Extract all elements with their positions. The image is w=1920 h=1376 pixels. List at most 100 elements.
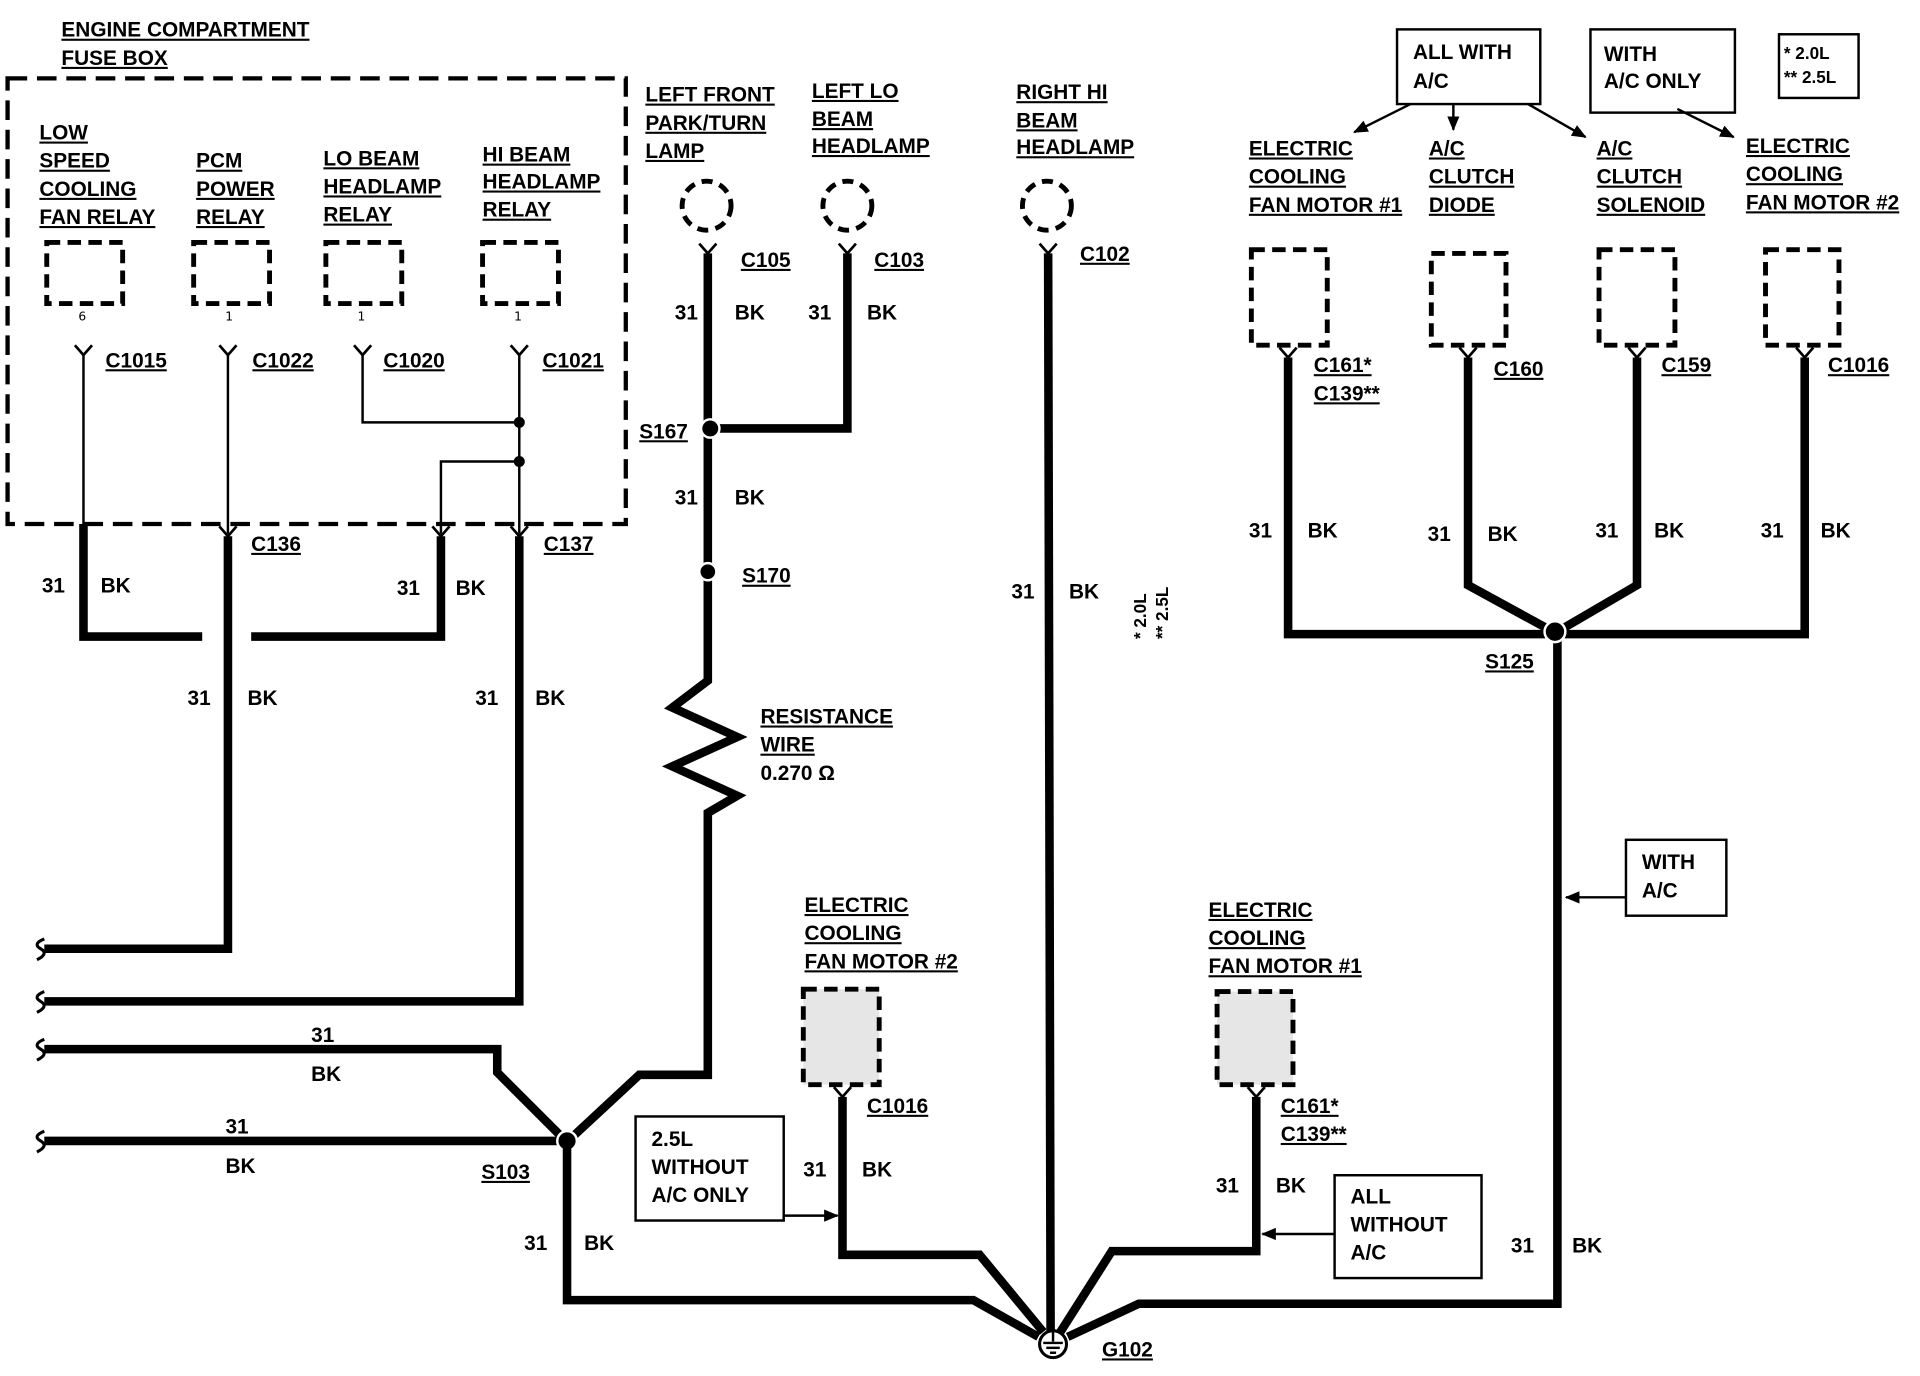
relay-pin-number: 1 xyxy=(514,310,522,324)
wire-circuit-label: 31 xyxy=(1011,581,1034,604)
junction-dot xyxy=(513,456,525,468)
connector-label: C1020 xyxy=(383,349,444,372)
resistance-wire-label: RESISTANCE xyxy=(760,706,893,729)
condition-arrow xyxy=(1676,107,1735,139)
splice-dot xyxy=(698,561,718,582)
lamp-label: LAMP xyxy=(645,140,704,163)
harness-break-symbol xyxy=(35,1129,46,1154)
wire-color-label: BK xyxy=(735,302,765,325)
wire xyxy=(251,536,446,641)
component-label: COOLING xyxy=(1746,163,1843,186)
condition-note: WITH xyxy=(1642,851,1695,874)
component-label: SOLENOID xyxy=(1597,194,1706,217)
component-label: FAN MOTOR #1 xyxy=(1209,955,1362,978)
ground-symbol xyxy=(1038,1329,1069,1360)
component-label: COOLING xyxy=(1249,166,1346,189)
relay-pin-number: 1 xyxy=(225,310,233,324)
junction-dot xyxy=(513,416,525,428)
lamp-label: PARK/TURN xyxy=(645,112,766,135)
relay-box xyxy=(323,239,405,307)
condition-note: A/C xyxy=(1642,879,1678,902)
splice-dot xyxy=(699,418,721,439)
fan-motor-box xyxy=(1214,989,1296,1088)
wire-circuit-label: 31 xyxy=(1595,519,1618,542)
wire xyxy=(44,536,524,1006)
wire-color-label: BK xyxy=(1308,519,1338,542)
condition-box xyxy=(1395,28,1542,106)
relay-label: LOW xyxy=(39,122,88,145)
component-label: A/C xyxy=(1597,137,1633,160)
engine-note: * 2.0L xyxy=(1130,593,1150,639)
wire xyxy=(361,355,520,424)
lamp-label: BEAM xyxy=(1016,109,1077,132)
fuse-box-outline xyxy=(5,76,628,527)
relay-label: HEADLAMP xyxy=(483,171,601,194)
wire-circuit-label: 31 xyxy=(397,577,420,600)
wire-circuit-label: 31 xyxy=(1511,1234,1534,1257)
condition-note: ALL xyxy=(1351,1185,1392,1208)
wire xyxy=(1561,357,1642,632)
lamp-symbol xyxy=(1019,178,1074,233)
component-box xyxy=(1763,247,1842,348)
splice-label: S125 xyxy=(1485,650,1534,673)
connector-label: C161* xyxy=(1281,1095,1340,1118)
connector-label: C1021 xyxy=(543,349,604,372)
harness-break-symbol xyxy=(35,990,46,1014)
relay-label: POWER xyxy=(196,178,275,201)
wire xyxy=(838,1096,1047,1335)
wire-color-label: BK xyxy=(1572,1234,1602,1257)
component-label: COOLING xyxy=(805,922,902,945)
condition-note: ALL WITH xyxy=(1413,41,1512,64)
harness-break-symbol xyxy=(35,937,46,962)
relay-label: LO BEAM xyxy=(323,147,419,170)
wire-circuit-label: 31 xyxy=(42,575,65,598)
engine-key-box xyxy=(1777,33,1860,100)
engine-key-note: ** 2.5L xyxy=(1784,67,1836,87)
lamp-label: HEADLAMP xyxy=(812,135,930,158)
ground-label: G102 xyxy=(1102,1338,1153,1361)
splice-dot xyxy=(1543,620,1567,644)
wire-color-label: BK xyxy=(101,575,131,598)
wire-color-label: BK xyxy=(862,1158,892,1181)
wire-circuit-label: 31 xyxy=(475,687,498,710)
wire xyxy=(439,460,520,534)
fan-motor-box xyxy=(800,986,882,1088)
connector-label: C139** xyxy=(1281,1123,1348,1146)
wire-circuit-label: 31 xyxy=(1249,519,1272,542)
wire xyxy=(44,536,233,954)
connector-label: C105 xyxy=(741,249,791,272)
component-label: FAN MOTOR #2 xyxy=(805,950,958,973)
component-label: CLUTCH xyxy=(1429,166,1514,189)
splice-label: S167 xyxy=(639,420,688,443)
wire xyxy=(1564,357,1809,639)
wire-circuit-label: 31 xyxy=(225,1116,248,1139)
condition-note: A/C xyxy=(1413,70,1449,93)
component-label: FAN MOTOR #1 xyxy=(1249,194,1402,217)
component-box xyxy=(1248,247,1330,348)
connector-label: C1016 xyxy=(867,1095,928,1118)
wire-circuit-label: 31 xyxy=(1216,1174,1239,1197)
wire-circuit-label: 31 xyxy=(1428,523,1451,546)
connector-label: C139** xyxy=(1314,382,1381,405)
wire-circuit-label: 31 xyxy=(808,302,831,325)
wire-circuit-label: 31 xyxy=(1761,519,1784,542)
condition-note: WITHOUT xyxy=(652,1156,749,1179)
condition-box xyxy=(1333,1174,1483,1280)
connector-label: C103 xyxy=(874,249,924,272)
lamp-label: HEADLAMP xyxy=(1016,136,1134,159)
relay-label: HI BEAM xyxy=(483,144,571,167)
condition-note: 2.5L xyxy=(652,1128,694,1151)
wire-color-label: BK xyxy=(1654,519,1684,542)
wire-color-label: BK xyxy=(535,687,565,710)
wire-circuit-label: 31 xyxy=(803,1158,826,1181)
relay-pin-number: 6 xyxy=(78,310,86,324)
wire xyxy=(79,523,203,641)
condition-note: WITHOUT xyxy=(1351,1214,1448,1237)
wire-circuit-label: 31 xyxy=(675,302,698,325)
wire-color-label: BK xyxy=(456,577,486,600)
wire xyxy=(1283,357,1546,639)
fuse-box-title: FUSE BOX xyxy=(61,47,167,70)
connector-label: C161* xyxy=(1314,354,1373,377)
fuse-box-title: ENGINE COMPARTMENT xyxy=(61,19,309,42)
